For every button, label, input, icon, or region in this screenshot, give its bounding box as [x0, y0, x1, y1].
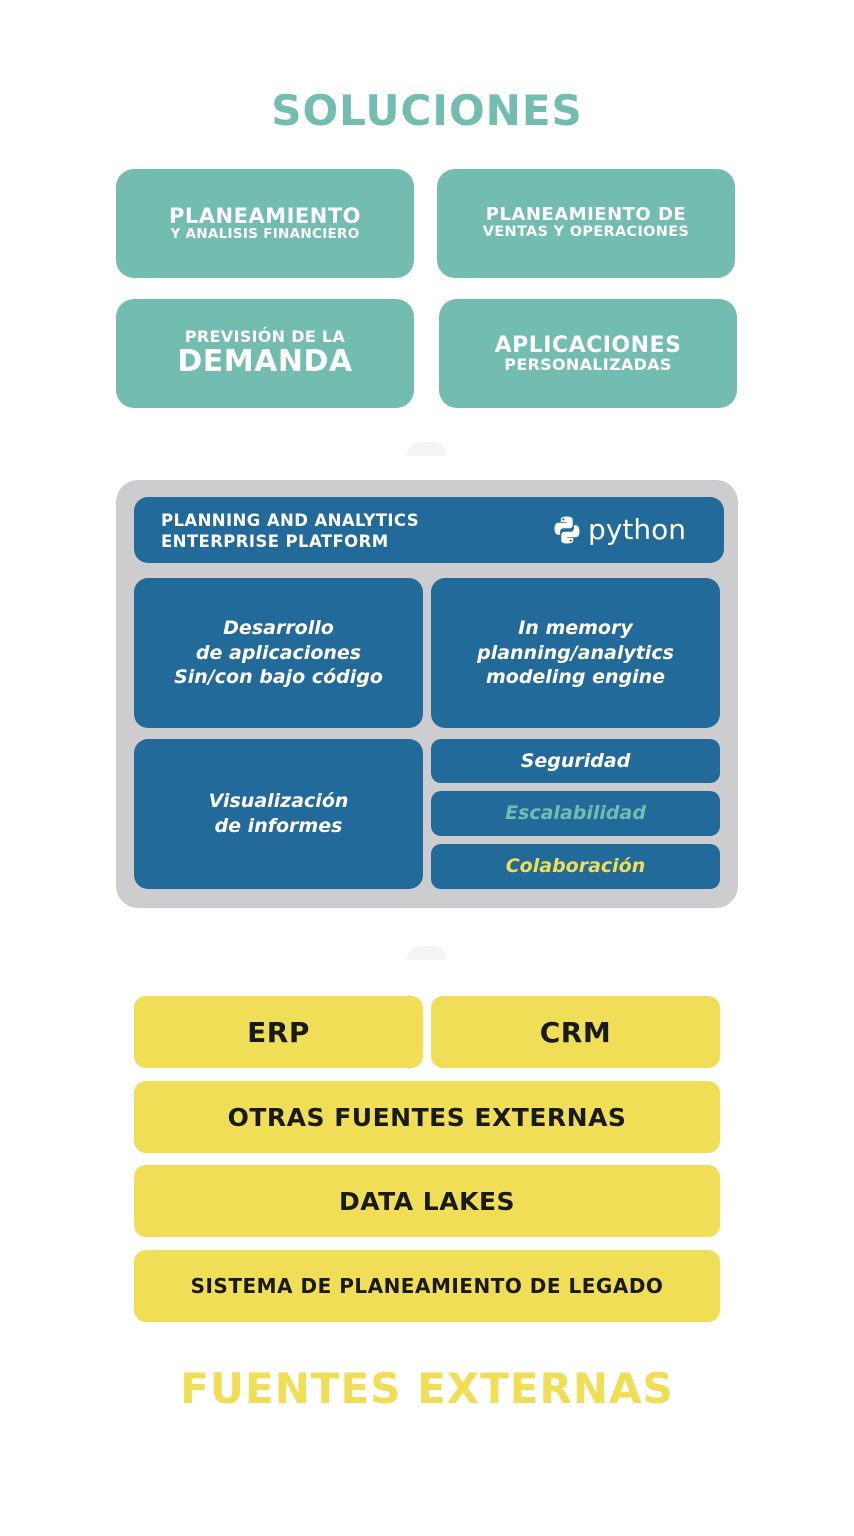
connector-top — [407, 442, 447, 456]
feature-collaboration: Colaboración — [431, 844, 720, 889]
solution-box-line2: VENTAS Y OPERACIONES — [482, 224, 690, 241]
solution-box-sales-operations: PLANEAMIENTO DE VENTAS Y OPERACIONES — [437, 169, 735, 278]
python-logo: python — [552, 515, 686, 545]
feature-security-label: Seguridad — [520, 749, 631, 772]
sources-title: FUENTES EXTERNAS — [180, 1364, 674, 1413]
solution-box-custom-apps: APLICACIONES PERSONALIZADAS — [439, 299, 737, 408]
dev-line1: Desarrollo — [223, 616, 334, 639]
source-erp: ERP — [134, 996, 423, 1068]
viz-line1: Visualización — [208, 790, 349, 813]
feature-scalability-label: Escalabilidad — [505, 802, 646, 825]
feature-collaboration-label: Colaboración — [505, 855, 646, 878]
platform-header-line1: PLANNING AND ANALYTICS — [161, 511, 419, 530]
visualization-box: Visualización de informes — [134, 739, 423, 889]
dev-line3: Sin/con bajo código — [174, 666, 383, 689]
solution-box-line2: Y ANALISIS FINANCIERO — [170, 226, 360, 243]
solution-box-line1: PREVISIÓN DE LA — [184, 327, 346, 347]
source-crm: CRM — [431, 996, 720, 1068]
source-legacy-planning: SISTEMA DE PLANEAMIENTO DE LEGADO — [134, 1250, 720, 1322]
dev-box: Desarrollo de aplicaciones Sin/con bajo … — [134, 578, 423, 728]
solutions-title: SOLUCIONES — [271, 86, 583, 135]
solution-box-line1: PLANEAMIENTO — [168, 204, 361, 229]
solution-box-financial-planning: PLANEAMIENTO Y ANALISIS FINANCIERO — [116, 169, 414, 278]
connector-bottom — [407, 946, 447, 960]
platform-header-text: PLANNING AND ANALYTICS ENTERPRISE PLATFO… — [161, 511, 419, 552]
python-icon — [554, 516, 580, 544]
viz-line2: de informes — [214, 815, 343, 837]
feature-security: Seguridad — [431, 739, 720, 783]
dev-line2: de aplicaciones — [195, 641, 362, 664]
feature-scalability: Escalabilidad — [431, 791, 720, 836]
solution-box-demand-forecast: PREVISIÓN DE LA DEMANDA — [116, 299, 414, 408]
platform-header: PLANNING AND ANALYTICS ENTERPRISE PLATFO… — [134, 497, 724, 563]
solution-box-line2: PERSONALIZADAS — [504, 354, 672, 374]
engine-line1: In memory — [518, 616, 633, 639]
python-label: python — [588, 513, 686, 546]
solution-box-line1: APLICACIONES — [494, 332, 682, 358]
engine-line3: modeling engine — [485, 666, 666, 689]
engine-box: In memory planning/analytics modeling en… — [431, 578, 720, 728]
source-data-lakes: DATA LAKES — [134, 1165, 720, 1237]
source-other-external: OTRAS FUENTES EXTERNAS — [134, 1081, 720, 1153]
platform-header-line2: ENTERPRISE PLATFORM — [161, 531, 389, 551]
solution-box-line2: DEMANDA — [177, 344, 353, 380]
engine-line2: planning/analytics — [477, 641, 674, 664]
solution-box-line1: PLANEAMIENTO DE — [485, 204, 687, 226]
